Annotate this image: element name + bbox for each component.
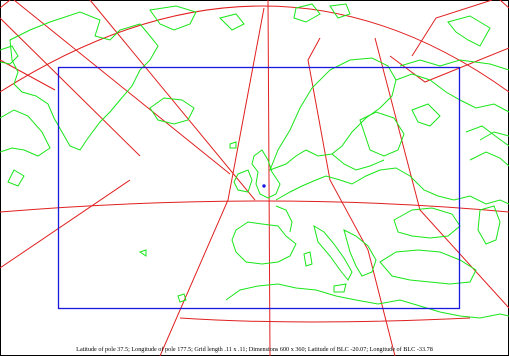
black-sea-coast [393, 207, 461, 239]
meridian-line [389, 47, 509, 83]
latitude-line [0, 0, 509, 9]
latitude-line [0, 5, 509, 93]
meridian-line [0, 59, 56, 91]
meridian-line [13, 0, 231, 175]
iceland-coast [149, 97, 195, 125]
balkans-coast [343, 229, 377, 277]
meridian-line [374, 37, 509, 309]
novaya-zemlya-coast [447, 15, 491, 47]
iberia-coast [231, 221, 297, 265]
meridian-line [267, 0, 271, 356]
faroe-shetland-coast [229, 141, 237, 149]
greenland-coast [9, 11, 159, 151]
france-coast [275, 205, 293, 233]
white-sea-coast [411, 103, 441, 127]
finland-coast [359, 111, 405, 157]
labrador-coast [7, 169, 25, 187]
sicily-coast [333, 283, 347, 293]
baltic-coast [331, 153, 385, 171]
latitude-line [0, 200, 509, 213]
meridian-line [411, 0, 493, 57]
meridian-line [159, 7, 265, 356]
italy-coast [313, 224, 353, 281]
greenland-coast [149, 5, 197, 31]
latitude-line [179, 317, 471, 323]
russia-coast [395, 73, 509, 113]
meridian-line [0, 17, 141, 157]
coastlines [0, 3, 509, 319]
meridian-line [0, 179, 131, 269]
north-africa-coast [225, 283, 509, 319]
island-coast [219, 13, 245, 31]
meridian-line [89, 0, 256, 201]
europe-coast [275, 167, 509, 205]
svalbard-coast [293, 3, 321, 23]
azores-coast [138, 249, 147, 257]
arctic-coast [399, 59, 509, 71]
sardinia-coast [303, 251, 313, 267]
map-caption: Latitude of pole 37.5; Longitude of pole… [76, 346, 433, 353]
asia-coast [469, 151, 509, 167]
turkey-coast [379, 249, 477, 285]
scandinavia-coast [269, 57, 397, 171]
canary-coast [177, 293, 187, 303]
caspian-coast [477, 205, 501, 245]
domain-boundary[interactable] [57, 66, 461, 310]
great-britain-coast [251, 149, 281, 199]
ural-coast [465, 125, 509, 147]
ireland-coast [233, 169, 253, 193]
reference-marker[interactable] [262, 184, 266, 188]
asia-coast [479, 131, 509, 141]
svalbard-coast [329, 3, 351, 19]
arctic-islands-coast [0, 45, 19, 65]
labrador-coast [0, 109, 51, 157]
meridian-line [307, 37, 396, 356]
